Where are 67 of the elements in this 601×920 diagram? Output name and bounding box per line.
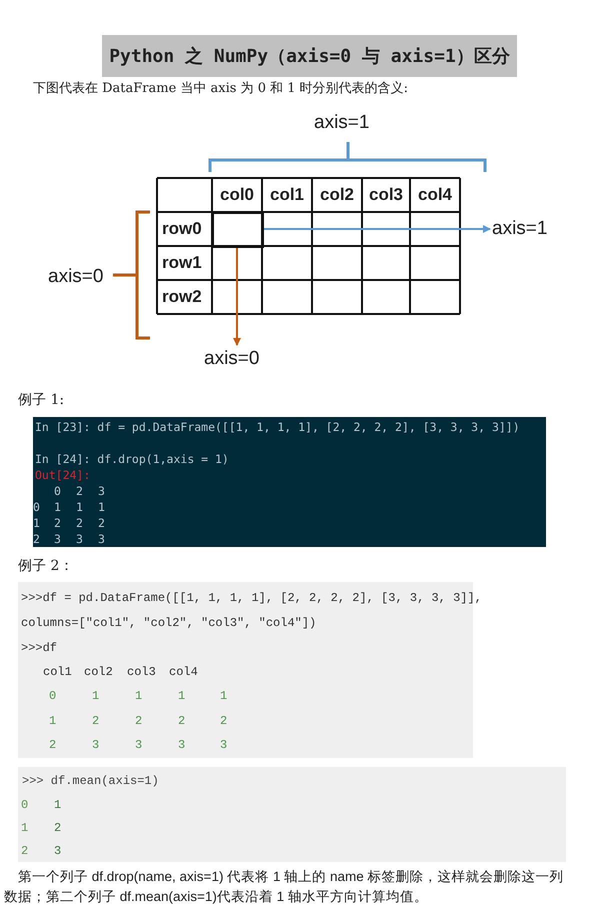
table-cell-text: 1 bbox=[76, 499, 83, 515]
table-cell-text: 3 bbox=[54, 531, 61, 547]
table-cell-text: 2 bbox=[21, 843, 28, 860]
table-cell-text: 2 bbox=[54, 515, 61, 531]
table-cell-text: 1 bbox=[54, 499, 61, 515]
table-cell-text: 3 bbox=[135, 737, 142, 754]
table-cell-text: 2 bbox=[220, 712, 228, 730]
example-heading: 例子 2： bbox=[18, 557, 74, 576]
table-cell-text: 1 bbox=[21, 820, 28, 837]
table-cell-text: 2 bbox=[76, 515, 83, 531]
table-cell-text: 1 bbox=[135, 688, 142, 705]
table-cell-text: 1 bbox=[98, 499, 105, 515]
table-cell-text: col2 bbox=[84, 664, 113, 681]
column-header: col1 bbox=[268, 184, 306, 206]
table-cell-text: 3 bbox=[220, 737, 228, 754]
code-line: Out[24]: bbox=[35, 467, 92, 483]
paragraph: 第一个列子 df.drop(name, axis=1) 代表将 1 轴上的 name 标签删除，这样就会删除这一列数据；第二个列子 df.mean(axis=1)代表沿着 1 轴水平方向计算均值。 bbox=[4, 868, 564, 906]
code-line: In [23]: df = pd.DataFrame([[1, 1, 1, 1], [2, 2, 2, 2], [3, 3, 3, 3]]) bbox=[35, 419, 520, 435]
table-cell-text: 2 bbox=[98, 515, 105, 531]
code-line: In [24]: df.drop(1,axis = 1) bbox=[35, 451, 230, 467]
code-line: columns=["col1", "col2", "col3", "col4"]) bbox=[21, 615, 318, 632]
table-cell-text: 3 bbox=[76, 531, 83, 547]
axis-label: axis=0 bbox=[204, 347, 268, 371]
table-cell-text: 3 bbox=[98, 531, 105, 547]
axis-label: axis=1 bbox=[314, 111, 370, 135]
code-line: >>> df.mean(axis=1) bbox=[22, 773, 159, 790]
axis-label: axis=0 bbox=[48, 265, 104, 289]
table-cell-text: col1 bbox=[43, 664, 72, 681]
table-cell-text: 3 bbox=[178, 737, 186, 754]
table-cell-text: 0 bbox=[54, 483, 61, 499]
table-cell-text: 2 bbox=[76, 483, 83, 499]
title: Python 之 NumPy（axis=0 与 axis=1）区分 bbox=[102, 35, 517, 77]
axis-label: axis=1 bbox=[492, 217, 556, 241]
table-cell-text: 3 bbox=[92, 737, 100, 754]
table-cell-text: 2 bbox=[135, 712, 142, 730]
column-header: col3 bbox=[368, 184, 404, 206]
code-line: >>>df = pd.DataFrame([[1, 1, 1, 1], [2, 2, 2, 2], [3, 3, 3, 3]], bbox=[21, 590, 482, 607]
row-header: row0 bbox=[161, 218, 203, 240]
table-cell-text: 1 bbox=[33, 515, 40, 531]
row-header: row1 bbox=[161, 252, 203, 274]
table-cell-text: 0 bbox=[21, 797, 28, 814]
table-cell-text: 2 bbox=[92, 712, 100, 730]
column-header: col4 bbox=[416, 184, 454, 206]
table-cell-text: 0 bbox=[33, 499, 40, 515]
intro-text: 下图代表在 DataFrame 当中 axis 为 0 和 1 时分别代表的含义: bbox=[33, 80, 408, 98]
table-cell-text: 1 bbox=[54, 797, 62, 814]
row-header: row2 bbox=[161, 286, 203, 308]
table-cell-text: 1 bbox=[220, 688, 228, 705]
table-cell-text: 2 bbox=[33, 531, 40, 547]
arrow bbox=[233, 246, 241, 346]
example-heading: 例子 1: bbox=[18, 391, 64, 410]
table-cell-text: 3 bbox=[98, 483, 105, 499]
table-cell-text: col3 bbox=[127, 664, 156, 681]
code-line: >>>df bbox=[21, 640, 58, 657]
table-cell-text: 1 bbox=[92, 688, 100, 705]
table-cell-text: col4 bbox=[169, 664, 198, 681]
column-header: col2 bbox=[318, 184, 356, 206]
arrow bbox=[262, 225, 491, 233]
table-cell-text: 2 bbox=[49, 737, 56, 754]
column-header: col0 bbox=[218, 184, 256, 206]
table-cell-text: 2 bbox=[178, 712, 186, 730]
table-cell bbox=[212, 212, 264, 248]
table-cell-text: 1 bbox=[178, 688, 186, 705]
table-cell-text: 2 bbox=[54, 820, 62, 837]
table-cell-text: 0 bbox=[49, 688, 56, 705]
table-cell-text: 3 bbox=[54, 843, 62, 860]
table-cell-text: 1 bbox=[49, 712, 56, 730]
